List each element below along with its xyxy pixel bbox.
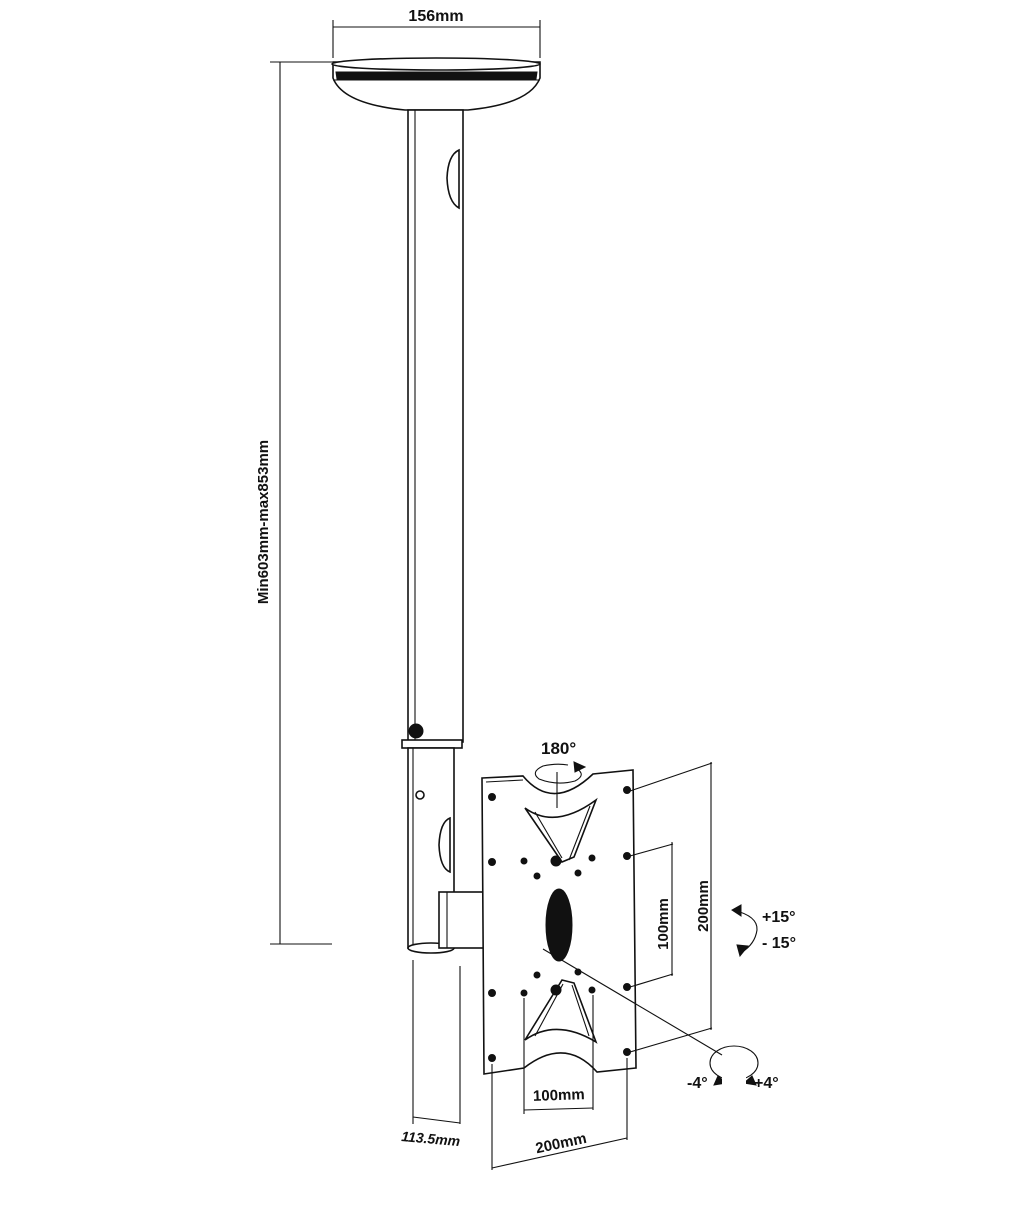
dimension-vesa-outer-horizontal: 200mm (491, 1058, 628, 1170)
tilt-indicator: +15° - 15° (731, 904, 796, 958)
mounting-holes (488, 786, 631, 1062)
label-tilt-down: - 15° (762, 935, 796, 952)
swivel-indicator: 180° (534, 739, 587, 808)
label-tilt-up: +15° (762, 909, 796, 926)
label-rotate-left: -4° (687, 1075, 708, 1092)
label-base-width: 156mm (408, 8, 463, 25)
dimension-vesa-inner-horizontal: 100mm (523, 995, 594, 1114)
pole-collar (401, 739, 463, 749)
label-height-range: Min603mm-max853mm (255, 440, 272, 604)
dimension-vesa-outer-vertical: 200mm (629, 762, 713, 1053)
label-swivel: 180° (541, 739, 576, 758)
dimension-pole-offset: 113.5mm (401, 960, 461, 1149)
dimension-vesa-inner-vertical: 100mm (629, 842, 674, 988)
label-pole-offset: 113.5mm (401, 1128, 461, 1149)
dimension-height: Min603mm-max853mm (255, 61, 332, 945)
locking-knob (408, 723, 424, 739)
label-vesa-outer-vertical: 200mm (695, 880, 712, 932)
outer-pole (401, 109, 464, 749)
connection-arm (438, 891, 485, 949)
label-vesa-inner-horizontal: 100mm (533, 1086, 585, 1105)
vesa-plate (481, 769, 637, 1075)
center-cutout (545, 888, 573, 962)
label-rotate-right: +4° (754, 1075, 779, 1092)
rotation-indicator: -4° +4° (542, 948, 779, 1092)
label-vesa-inner-vertical: 100mm (655, 898, 672, 950)
ceiling-base (331, 57, 541, 111)
dimension-base-width: 156mm (332, 8, 541, 58)
adjustment-hole (415, 790, 425, 800)
